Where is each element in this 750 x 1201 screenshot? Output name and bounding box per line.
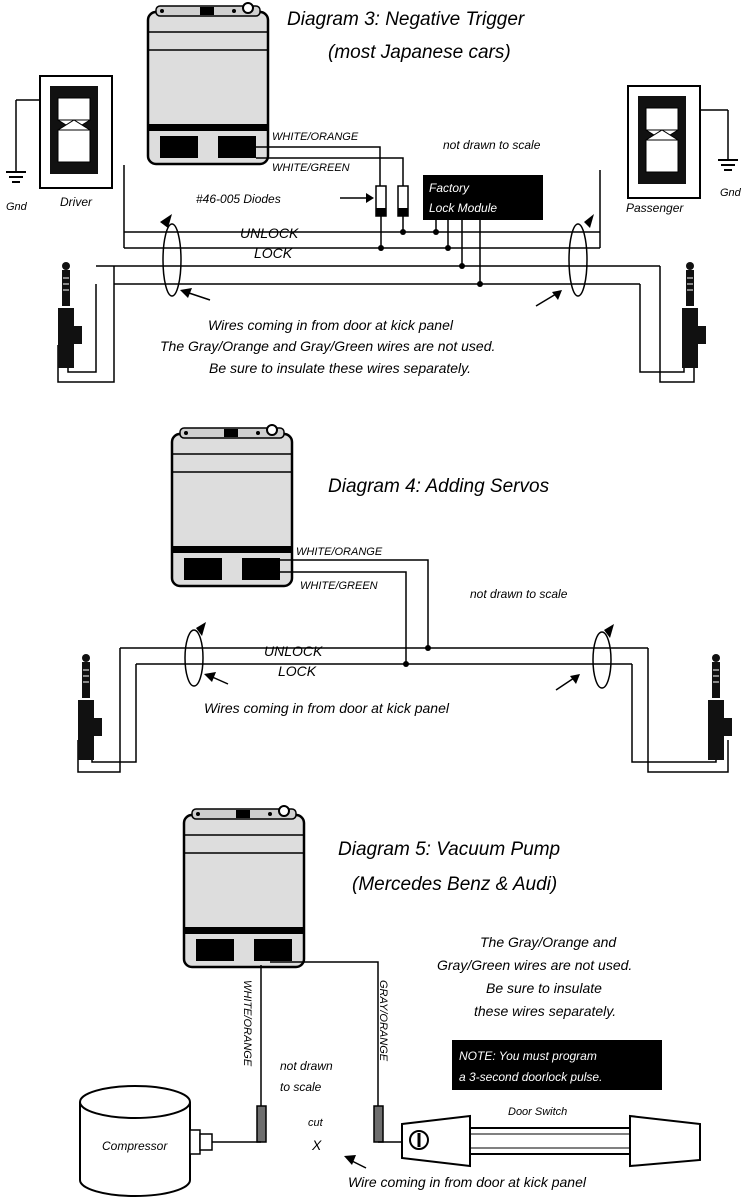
program-note: NOTE: You must program a 3-second doorlo… (452, 1040, 662, 1090)
note3-line3: Be sure to insulate these wires separate… (209, 360, 471, 376)
cut-mark: X (311, 1137, 322, 1153)
passenger-door-switch (627, 85, 701, 199)
diagram-4: Diagram 4: Adding Servos WHITE/ORANGE WH… (77, 423, 733, 773)
compressor: Compressor (79, 1085, 261, 1197)
wire-white-orange-label-5: WHITE/ORANGE (241, 980, 253, 1067)
not-to-scale-4: not drawn to scale (470, 587, 568, 601)
door-switch-5: Door Switch (378, 1106, 701, 1168)
factory-lock-module: Factory Lock Module (423, 175, 543, 284)
alarm-unit-5 (182, 804, 306, 969)
module-label-line2: Lock Module (429, 201, 497, 215)
diagram5-title: Diagram 5: Vacuum Pump (338, 839, 560, 860)
not-to-scale-5-line1: not drawn (280, 1059, 333, 1073)
lock-label-3: LOCK (254, 245, 293, 261)
wire-white-green-label-4: WHITE/GREEN (300, 580, 378, 592)
wire-note-5: Wire coming in from door at kick panel (348, 1174, 587, 1190)
unlock-label-3: UNLOCK (240, 225, 299, 241)
not-to-scale-5-line2: to scale (280, 1080, 322, 1094)
module-label-line1: Factory (429, 181, 470, 195)
wire-white-green-label-3: WHITE/GREEN (272, 162, 350, 174)
alarm-unit-4 (170, 423, 294, 588)
note5-line4: these wires separately. (474, 1003, 616, 1019)
driver-door-switch (39, 75, 113, 189)
note3-line1: Wires coming in from door at kick panel (208, 317, 454, 333)
note5-line2: Gray/Green wires are not used. (437, 957, 632, 973)
note3-line2: The Gray/Orange and Gray/Green wires are… (160, 338, 495, 354)
diagram3-subtitle: (most Japanese cars) (328, 42, 511, 63)
driver-actuator-3 (57, 261, 83, 369)
diodes (375, 185, 409, 248)
wire-white-orange-label-3: WHITE/ORANGE (272, 131, 359, 143)
junction-dots-3 (378, 229, 483, 287)
alarm-unit-3 (146, 1, 270, 166)
note4: Wires coming in from door at kick panel (204, 700, 450, 716)
gnd-left: Gnd (6, 201, 28, 213)
program-note-line1: NOTE: You must program (459, 1049, 597, 1063)
diagram4-title: Diagram 4: Adding Servos (328, 476, 550, 497)
wire-white-orange-label-4: WHITE/ORANGE (296, 546, 383, 558)
diodes-label: #46-005 Diodes (196, 192, 281, 206)
compressor-label: Compressor (102, 1139, 168, 1153)
diagram-3: Diagram 3: Negative Trigger (most Japane… (6, 1, 742, 383)
diagram5-subtitle: (Mercedes Benz & Audi) (352, 874, 557, 895)
diagram3-title: Diagram 3: Negative Trigger (287, 9, 525, 30)
cut-label: cut (308, 1117, 324, 1129)
passenger-actuator-3 (681, 261, 707, 369)
door-switch-label: Door Switch (508, 1106, 567, 1118)
note5-line1: The Gray/Orange and (480, 934, 617, 950)
lock-label-4: LOCK (278, 663, 317, 679)
passenger-label: Passenger (626, 201, 684, 215)
driver-label: Driver (60, 195, 93, 209)
left-actuator-4 (77, 653, 103, 761)
unlock-label-4: UNLOCK (264, 643, 323, 659)
note5-line3: Be sure to insulate (486, 980, 602, 996)
gnd-right: Gnd (720, 187, 742, 199)
not-to-scale-3: not drawn to scale (443, 138, 541, 152)
program-note-line2: a 3-second doorlock pulse. (459, 1070, 602, 1084)
wire-gray-orange-label-5: GRAY/ORANGE (377, 980, 389, 1062)
diagram-5: Diagram 5: Vacuum Pump (Mercedes Benz & … (79, 804, 701, 1197)
